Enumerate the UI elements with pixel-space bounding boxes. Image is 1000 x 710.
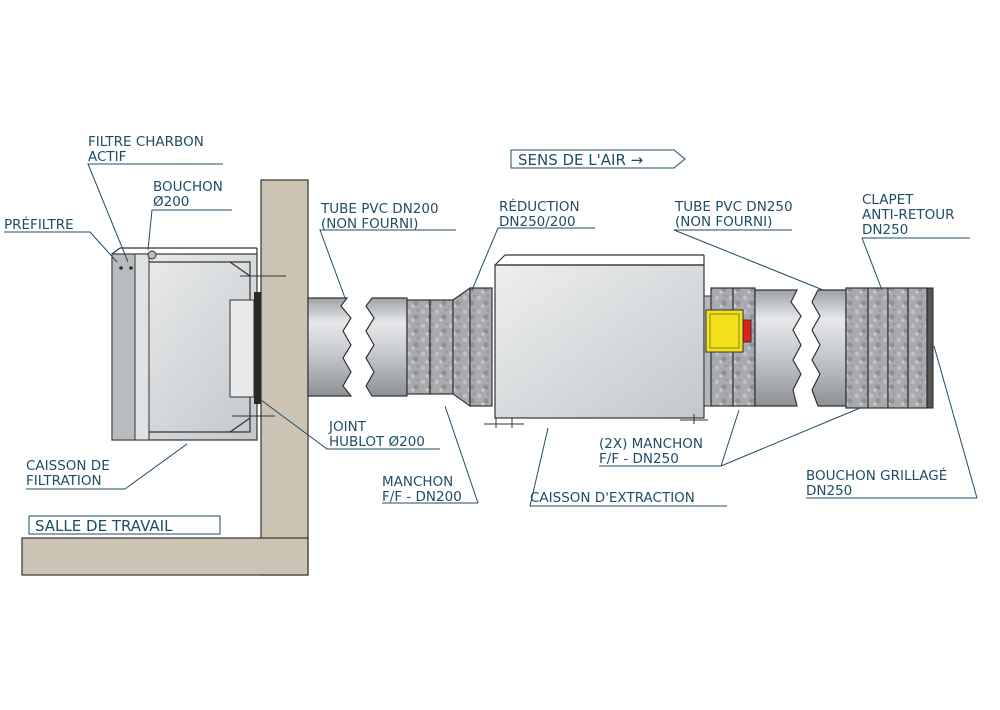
labels: FILTRE CHARBON ACTIF BOUCHON Ø200 PRÉFIL… <box>4 134 959 535</box>
label-manchon-250: (2X) MANCHON F/F - DN250 <box>599 436 707 467</box>
label-joint: JOINT HUBLOT Ø200 <box>328 419 425 450</box>
bouchon-grillage-cap <box>926 287 934 409</box>
extraction-box <box>484 254 708 428</box>
label-caisson-extraction: CAISSON D'EXTRACTION <box>530 490 695 506</box>
label-manchon-200: MANCHON F/F - DN200 <box>382 474 462 505</box>
airflow-direction-label: SENS DE L'AIR → <box>518 151 643 169</box>
airflow-direction-box: SENS DE L'AIR → <box>510 149 686 169</box>
label-filtre-charbon: FILTRE CHARBON ACTIF <box>88 134 208 165</box>
joint-hublot <box>254 292 261 404</box>
room-label: SALLE DE TRAVAIL <box>35 517 173 535</box>
label-bouchon-200: BOUCHON Ø200 <box>153 179 227 210</box>
floor <box>21 537 309 576</box>
wall <box>260 179 309 576</box>
manchon-dn200 <box>406 299 454 395</box>
clapet-red-icon <box>742 319 752 343</box>
reduction-dn250-200 <box>452 286 493 408</box>
label-caisson-filtration: CAISSON DE FILTRATION <box>26 458 114 489</box>
label-tube-pvc-200: TUBE PVC DN200 (NON FOURNI) <box>320 201 443 232</box>
label-prefiltre: PRÉFILTRE <box>4 216 74 233</box>
room-label-box: SALLE DE TRAVAIL <box>28 515 221 535</box>
wall-section <box>21 179 309 576</box>
bouchon-200-icon <box>147 250 157 260</box>
hublot-flange <box>229 299 255 398</box>
label-clapet: CLAPET ANTI-RETOUR DN250 <box>862 192 959 238</box>
tube-pvc-dn200 <box>307 297 408 397</box>
clapet-body-icon <box>705 309 744 353</box>
leader-lines <box>4 163 978 507</box>
label-reduction: RÉDUCTION DN250/200 <box>499 198 584 230</box>
filtration-box <box>111 247 286 441</box>
clapet-anti-retour <box>705 309 752 353</box>
label-bouchon-grillage: BOUCHON GRILLAGÉ DN250 <box>806 467 952 499</box>
label-tube-pvc-250: TUBE PVC DN250 (NON FOURNI) <box>674 199 797 230</box>
